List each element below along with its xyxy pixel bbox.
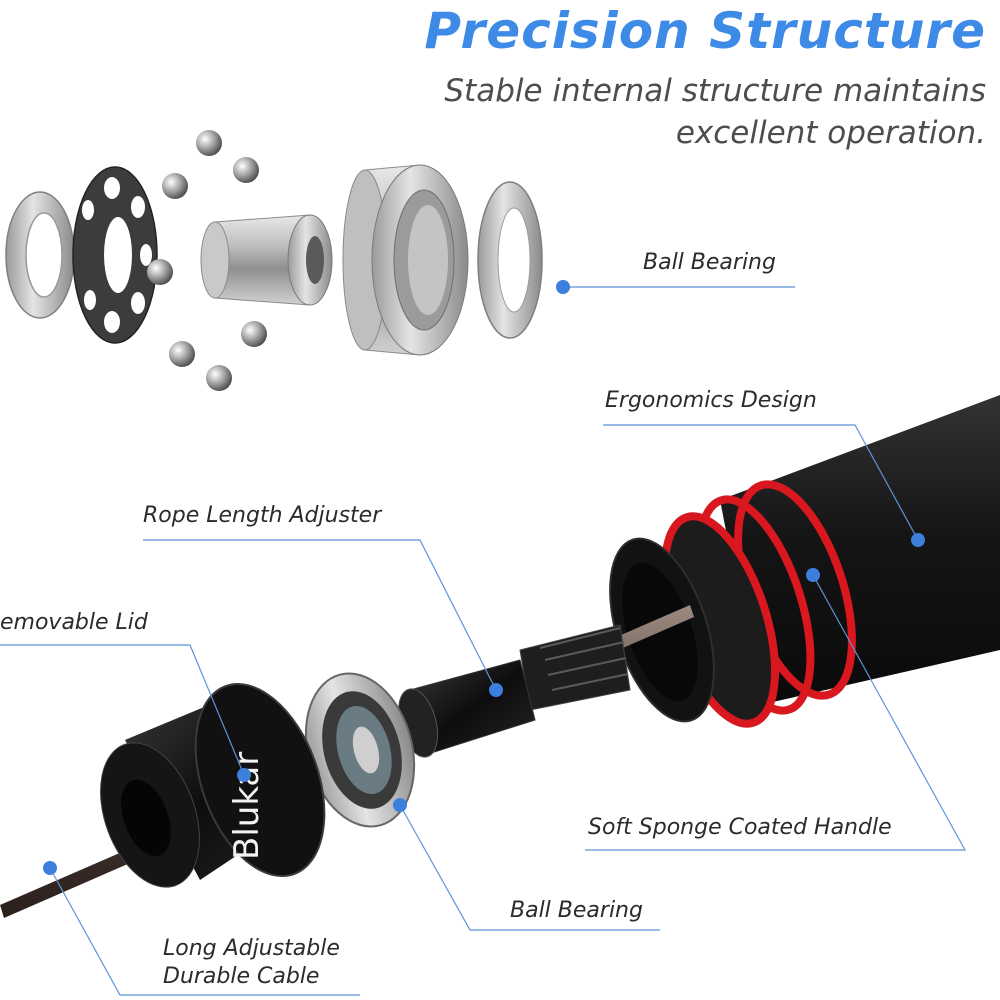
ball-bearing-bottom-part [304,672,416,828]
washer-left [5,191,75,319]
label-ball-bearing-bottom: Ball Bearing [510,898,643,923]
handle [609,395,1000,728]
washer-right [477,181,543,339]
removable-lid-part: Blukar [100,682,326,888]
steel-balls [147,130,267,391]
callout-lines [0,286,967,996]
callout-dots [43,280,925,875]
label-long-cable-line1: Long Adjustable [163,936,340,961]
label-removable-lid: emovable Lid [0,610,148,635]
label-ball-bearing-top: Ball Bearing [643,250,776,275]
page-title: Precision Structure [424,2,986,60]
label-long-cable-line2: Durable Cable [163,964,320,989]
outer-race [342,164,469,356]
label-soft-sponge-handle: Soft Sponge Coated Handle [588,815,892,840]
brand-logo: Blukar [227,752,267,860]
bearing-cage-plate [72,166,158,344]
label-rope-length-adjuster: Rope Length Adjuster [143,503,382,528]
label-ergonomics-design: Ergonomics Design [605,388,817,413]
rope-length-adjuster-part [397,624,631,758]
page-subtitle: Stable internal structure maintains exce… [444,73,986,151]
label-long-cable: Long Adjustable Durable Cable [163,935,340,991]
inner-sleeve [200,214,333,306]
